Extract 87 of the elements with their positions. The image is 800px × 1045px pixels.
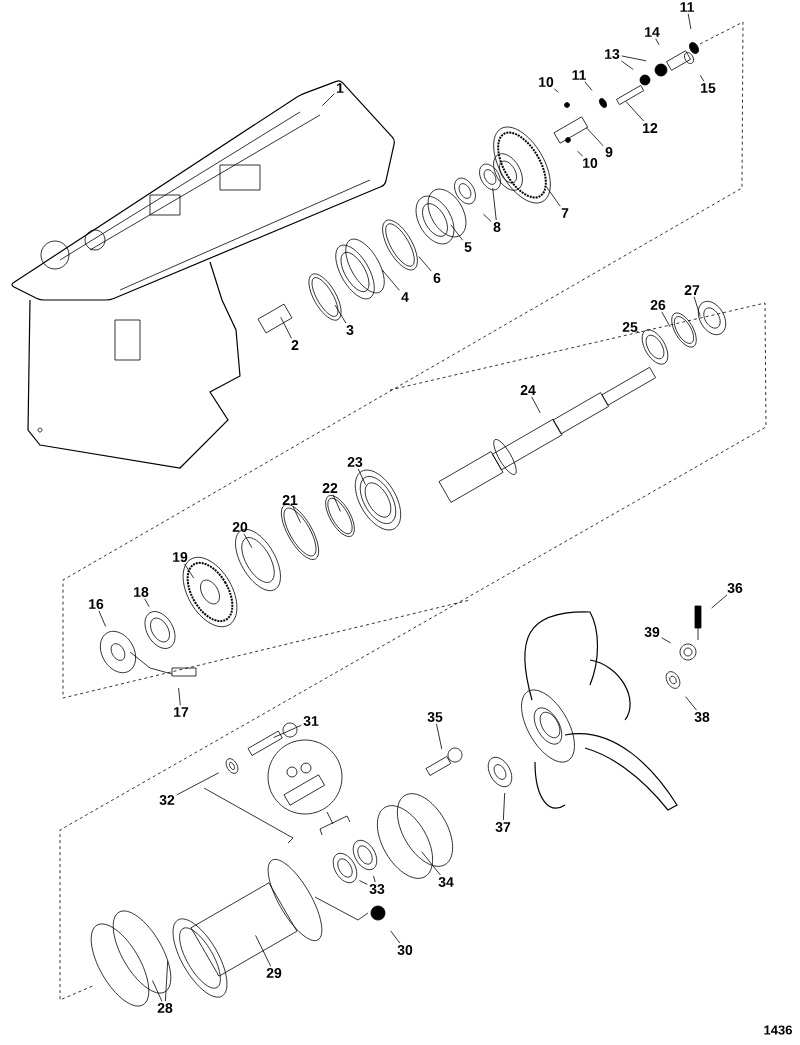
leader-line xyxy=(577,150,584,157)
leader-line xyxy=(332,494,341,512)
callout-number: 10 xyxy=(539,77,554,87)
leader-line xyxy=(359,880,368,885)
callout-number: 38 xyxy=(694,712,710,722)
leader-line xyxy=(585,127,604,147)
callout-number: 39 xyxy=(644,627,660,637)
callout-number: 18 xyxy=(134,587,149,597)
leader-line xyxy=(553,88,559,93)
leader-line xyxy=(292,506,301,523)
leader-line xyxy=(418,256,432,272)
leader-line xyxy=(176,772,220,796)
callout-number: 2 xyxy=(291,340,299,350)
callout-number: 28 xyxy=(157,1003,173,1013)
callout-number: 29 xyxy=(266,968,282,978)
leader-line xyxy=(661,311,671,328)
leader-line xyxy=(492,187,497,221)
leader-line xyxy=(178,687,181,706)
callout-number: 35 xyxy=(427,712,443,722)
leader-line xyxy=(421,851,441,876)
callout-number: 6 xyxy=(433,273,441,283)
callout-number: 11 xyxy=(572,70,586,80)
callout-number: 7 xyxy=(561,208,569,218)
callout-number: 11 xyxy=(680,2,694,12)
callout-number: 14 xyxy=(645,27,660,37)
callout-number: 12 xyxy=(643,123,658,133)
callout-number: 26 xyxy=(650,300,666,310)
leader-line xyxy=(390,930,401,944)
callout-number: 4 xyxy=(401,292,409,302)
callout-number: 15 xyxy=(701,83,716,93)
callout-number: 5 xyxy=(464,242,472,252)
leader-line xyxy=(687,13,692,30)
leader-line xyxy=(273,724,302,738)
leader-line xyxy=(321,93,335,107)
callout-number: 36 xyxy=(727,583,743,593)
leader-line xyxy=(483,213,492,222)
leader-line xyxy=(621,55,647,62)
callout-number: 16 xyxy=(89,599,104,609)
leader-line xyxy=(502,792,506,821)
callout-number: 8 xyxy=(493,222,501,232)
callout-number: 3 xyxy=(346,325,354,335)
figure-number: 1436 xyxy=(764,1025,792,1035)
callout-number: 30 xyxy=(397,945,413,955)
callout-number: 31 xyxy=(303,716,319,726)
leader-line xyxy=(334,304,347,324)
callout-number: 19 xyxy=(173,552,188,562)
callout-number: 21 xyxy=(282,495,298,505)
leader-line xyxy=(621,60,634,70)
leader-line xyxy=(381,269,400,291)
callout-number: 27 xyxy=(684,285,700,295)
leader-line xyxy=(584,81,593,91)
callout-number: 33 xyxy=(369,884,385,894)
callout-number: 13 xyxy=(605,49,620,59)
callout-number: 10 xyxy=(583,158,598,168)
leader-line xyxy=(243,533,253,549)
leader-line xyxy=(280,316,292,339)
leader-line xyxy=(531,396,541,414)
callout-number: 37 xyxy=(495,822,511,832)
callout-number: 23 xyxy=(347,457,363,467)
leader-line xyxy=(436,723,443,750)
leader-line xyxy=(625,101,645,122)
callout-number: 32 xyxy=(159,795,175,805)
callout-number: 1 xyxy=(337,83,344,93)
leader-line xyxy=(546,186,561,207)
callout-number: 20 xyxy=(232,522,248,532)
leader-line xyxy=(634,329,641,334)
leader-line xyxy=(450,224,464,241)
callout-number: 22 xyxy=(322,483,338,493)
leader-line xyxy=(357,468,366,485)
leader-line xyxy=(711,594,728,609)
callout-number: 34 xyxy=(438,877,454,887)
leader-line xyxy=(661,637,672,644)
leader-line xyxy=(685,696,697,711)
leader-line xyxy=(255,935,272,967)
leader-line xyxy=(184,563,195,579)
leader-line xyxy=(165,960,169,1002)
leader-line xyxy=(152,980,163,1002)
leader-line xyxy=(98,610,106,627)
leader-line xyxy=(699,74,705,82)
callout-number: 9 xyxy=(605,147,613,157)
leader-line xyxy=(373,875,376,883)
leader-line xyxy=(655,38,660,46)
callout-number: 17 xyxy=(174,707,189,717)
callout-number: 25 xyxy=(622,322,638,332)
leader-line xyxy=(144,598,150,608)
callout-number: 24 xyxy=(520,385,536,395)
leader-line xyxy=(693,296,701,317)
